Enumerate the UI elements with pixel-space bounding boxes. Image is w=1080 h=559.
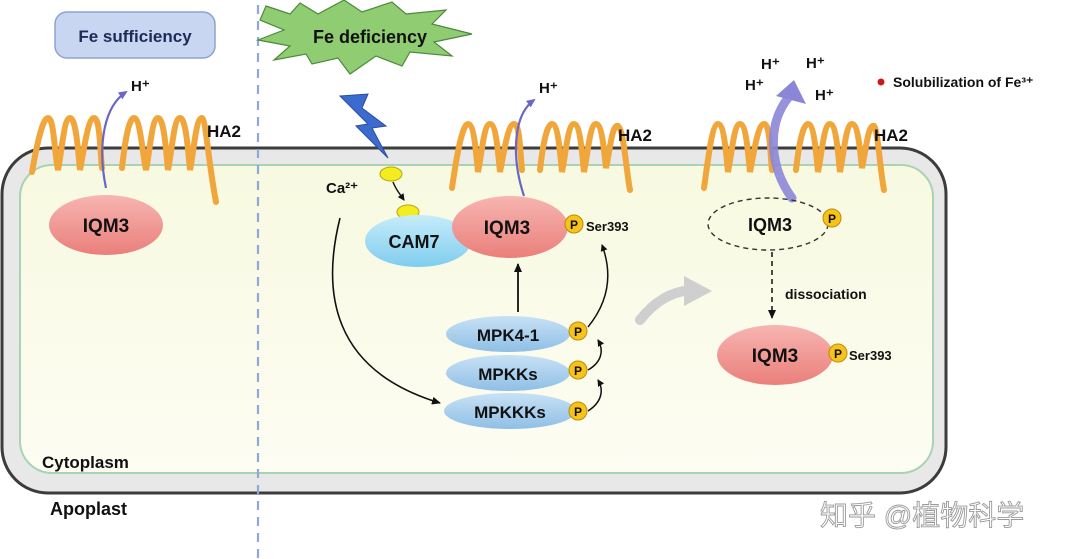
mpkkks-label: MPKKKs bbox=[474, 403, 546, 422]
h-plus-label-3c: H⁺ bbox=[745, 77, 764, 94]
phospho-badge-4 bbox=[568, 401, 588, 421]
iqm3-free: IQM3 bbox=[717, 325, 833, 385]
iqm3-label-4: IQM3 bbox=[752, 346, 798, 367]
watermark: 知乎 @植物科学 bbox=[820, 500, 1024, 531]
legend-dot bbox=[877, 78, 885, 86]
fe-sufficiency-label: Fe sufficiency bbox=[78, 27, 192, 46]
phospho-badge-2-label: P bbox=[574, 325, 582, 339]
mpkks-to-mpk4-arrow bbox=[587, 339, 605, 371]
h-plus-label-3d: H⁺ bbox=[815, 87, 834, 104]
proton-arrow-2 bbox=[514, 98, 536, 197]
h-plus-label-2: H⁺ bbox=[539, 80, 558, 97]
ha2-coil-2 bbox=[449, 120, 633, 193]
ser393-label-2: Ser393 bbox=[849, 348, 892, 363]
lightning-icon bbox=[338, 93, 389, 159]
phospho-badge-3-label: P bbox=[574, 364, 582, 378]
calcium-ion-1 bbox=[379, 166, 403, 182]
iqm3-label-1: IQM3 bbox=[83, 216, 129, 237]
phospho-badge-1 bbox=[564, 214, 584, 234]
ser393-label-1: Ser393 bbox=[586, 219, 629, 234]
iqm3-label-3: IQM3 bbox=[748, 215, 792, 235]
ha2-coil-3 bbox=[701, 120, 887, 193]
h-plus-label-3a: H⁺ bbox=[761, 56, 780, 73]
fe-sufficiency-box: Fe sufficiency bbox=[54, 11, 216, 59]
calcium-arrow bbox=[392, 181, 405, 201]
cam7-protein: CAM7 bbox=[365, 215, 471, 267]
h-plus-label-3b: H⁺ bbox=[806, 55, 825, 72]
ha2-label-1: HA2 bbox=[207, 122, 241, 141]
cytoplasm-label: Cytoplasm bbox=[42, 453, 129, 472]
phospho-badge-6-label: P bbox=[834, 347, 842, 361]
apoplast-label: Apoplast bbox=[50, 499, 127, 519]
iqm3-sufficiency: IQM3 bbox=[49, 195, 163, 255]
phospho-badge-1-label: P bbox=[570, 218, 578, 232]
mpkks-label: MPKKs bbox=[478, 365, 538, 384]
mpkks-protein: MPKKs bbox=[446, 355, 570, 391]
proton-arrow-1 bbox=[101, 90, 128, 189]
mpkkks-protein: MPKKKs bbox=[444, 393, 576, 429]
phospho-badge-5-label: P bbox=[828, 212, 836, 226]
ha2-label-2: HA2 bbox=[618, 126, 652, 145]
mpkkks-to-mpkks-arrow bbox=[587, 379, 605, 412]
phospho-badge-4-label: P bbox=[574, 405, 582, 419]
iqm3-deficiency: IQM3 bbox=[452, 196, 568, 258]
mpk4-to-ser393-arrow bbox=[587, 244, 609, 328]
legend-solubilization: Solubilization of Fe³⁺ bbox=[893, 74, 1033, 90]
cam7-label: CAM7 bbox=[388, 232, 439, 252]
proton-arrow-3 bbox=[768, 80, 806, 203]
ca2-label: Ca²⁺ bbox=[326, 180, 358, 197]
h-plus-label-1: H⁺ bbox=[131, 78, 150, 95]
dissociation-label: dissociation bbox=[785, 286, 867, 302]
phospho-badge-6 bbox=[828, 343, 848, 363]
fe-deficiency-label: Fe deficiency bbox=[313, 27, 427, 47]
ha2-coil-1 bbox=[29, 114, 219, 205]
transition-arrow bbox=[635, 276, 712, 325]
phospho-badge-3 bbox=[568, 360, 588, 380]
ca-to-mpkkks-arrow bbox=[331, 217, 441, 405]
mpk4-1-protein: MPK4-1 bbox=[446, 316, 570, 352]
phospho-badge-5 bbox=[822, 208, 842, 228]
mpk4-1-label: MPK4-1 bbox=[477, 326, 539, 345]
phospho-badge-2 bbox=[568, 321, 588, 341]
iqm3-label-2: IQM3 bbox=[484, 218, 530, 239]
fe-deficiency-burst: Fe deficiency bbox=[255, 0, 473, 75]
ha2-label-3: HA2 bbox=[874, 126, 908, 145]
